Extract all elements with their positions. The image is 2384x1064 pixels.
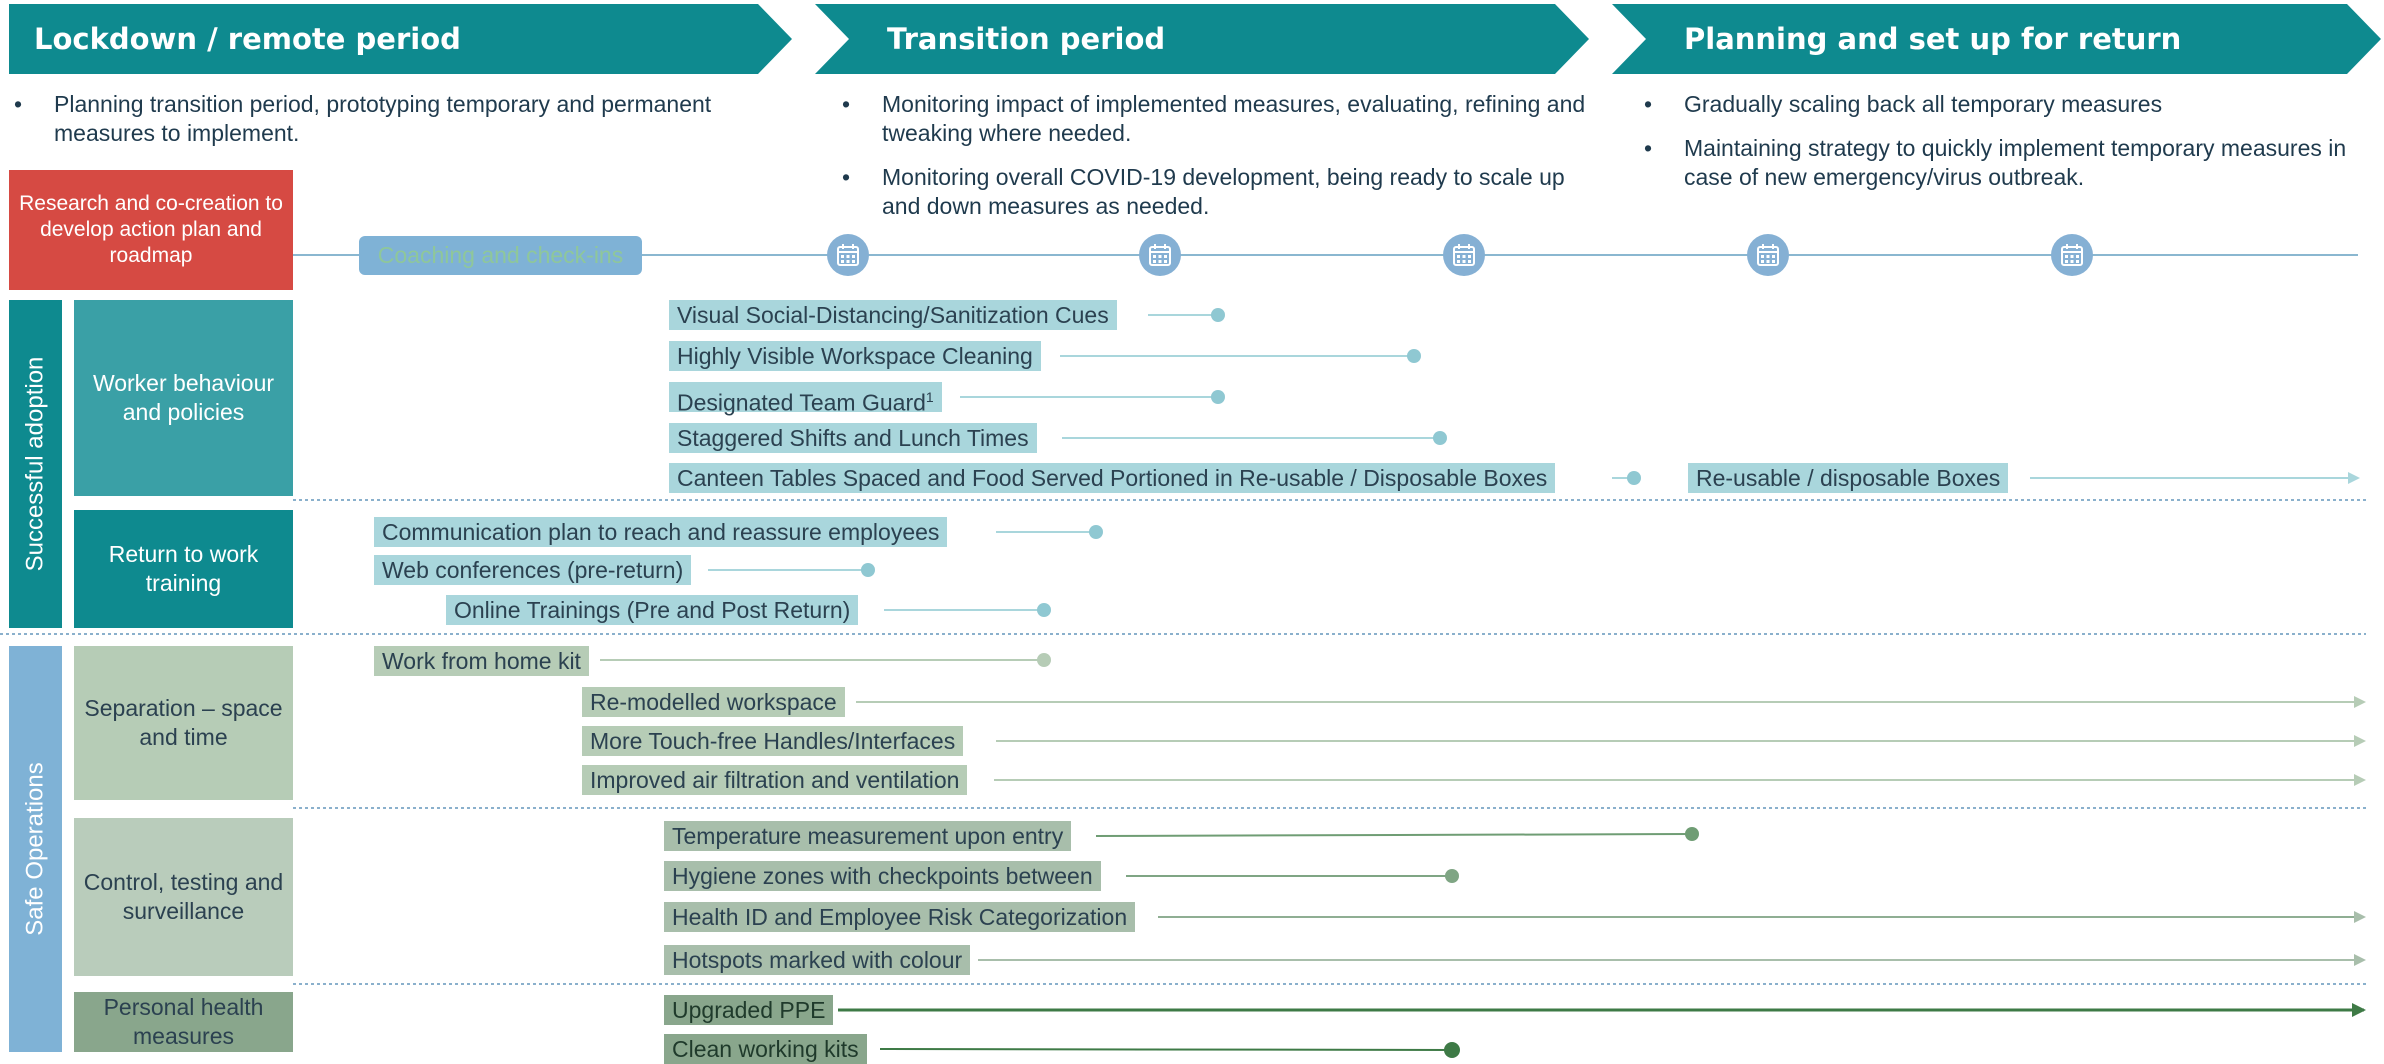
end-dot (1407, 349, 1421, 363)
calendar-icon (1139, 234, 1181, 276)
phase-arrow-lockdown (9, 4, 792, 74)
group-successful-adoption: Successful adoption (9, 300, 62, 628)
bullet: Maintaining strategy to quickly implemen… (1644, 134, 2384, 192)
measure-label-text: Designated Team Guard (677, 389, 926, 416)
measure-label: Online Trainings (Pre and Post Return) (446, 595, 859, 625)
group-label: Successful adoption (21, 356, 49, 572)
group-safe-operations: Safe Operations (9, 646, 62, 1052)
end-dot (1444, 1042, 1460, 1058)
phase-title-transition: Transition period (887, 22, 1166, 56)
calendar-icon (1443, 234, 1485, 276)
measure-label: Hotspots marked with colour (664, 945, 971, 975)
phase-bullets-return: Gradually scaling back all temporary mea… (1644, 90, 2384, 207)
bullet: Monitoring impact of implemented measure… (842, 90, 1602, 148)
end-dot (1211, 390, 1225, 404)
bullet: Monitoring overall COVID-19 development,… (842, 163, 1602, 221)
measure-label: Staggered Shifts and Lunch Times (669, 423, 1037, 453)
end-dot (1685, 827, 1699, 841)
end-dot (861, 563, 875, 577)
end-dot (1445, 869, 1459, 883)
end-dot (1211, 308, 1225, 322)
end-dot (1089, 525, 1103, 539)
phase-title-lockdown: Lockdown / remote period (34, 22, 461, 56)
group-label: Safe Operations (21, 762, 49, 936)
measure-label: Health ID and Employee Risk Categorizati… (664, 902, 1136, 932)
end-dot (1433, 431, 1447, 445)
category-separation: Separation – space and time (74, 646, 293, 800)
phase-bullets-lockdown: Planning transition period, prototyping … (14, 90, 774, 163)
measure-label: Clean working kits (664, 1034, 867, 1064)
end-dot (1627, 471, 1641, 485)
research-box: Research and co-creation to develop acti… (9, 170, 293, 290)
phase-arrow-return (1612, 4, 2381, 74)
measure-label: More Touch-free Handles/Interfaces (582, 726, 964, 756)
measure-label: Communication plan to reach and reassure… (374, 517, 948, 547)
bullet: Planning transition period, prototyping … (14, 90, 774, 148)
calendar-icon (2051, 234, 2093, 276)
measure-label: Re-usable / disposable Boxes (1688, 463, 2009, 493)
end-dot (1037, 653, 1051, 667)
footnote-marker: 1 (925, 389, 934, 405)
measure-label: Hygiene zones with checkpoints between (664, 861, 1101, 891)
calendar-icon (1747, 234, 1789, 276)
measure-label: Work from home kit (374, 646, 589, 676)
phase-title-return: Planning and set up for return (1684, 22, 2182, 56)
category-return-training: Return to work training (74, 510, 293, 628)
measure-label: Designated Team Guard1 (669, 382, 942, 416)
calendar-icon (827, 234, 869, 276)
phase-arrow-transition (815, 4, 1589, 74)
measure-label: Canteen Tables Spaced and Food Served Po… (669, 463, 1556, 493)
measure-label: Visual Social-Distancing/Sanitization Cu… (669, 300, 1117, 330)
end-dot (1037, 603, 1051, 617)
measure-label: Highly Visible Workspace Cleaning (669, 341, 1041, 371)
coaching-checkins-label: Coaching and check-ins (359, 236, 642, 275)
measure-label: Web conferences (pre-return) (374, 555, 692, 585)
measure-label: Upgraded PPE (664, 995, 834, 1025)
bullet: Gradually scaling back all temporary mea… (1644, 90, 2384, 119)
measure-label: Temperature measurement upon entry (664, 821, 1072, 851)
measure-label: Re-modelled workspace (582, 687, 845, 717)
phase-bullets-transition: Monitoring impact of implemented measure… (842, 90, 1602, 236)
category-control-testing: Control, testing and surveillance (74, 818, 293, 976)
category-personal-health: Personal health measures (74, 992, 293, 1052)
measure-label: Improved air filtration and ventilation (582, 765, 968, 795)
category-worker-behaviour: Worker behaviour and policies (74, 300, 293, 496)
